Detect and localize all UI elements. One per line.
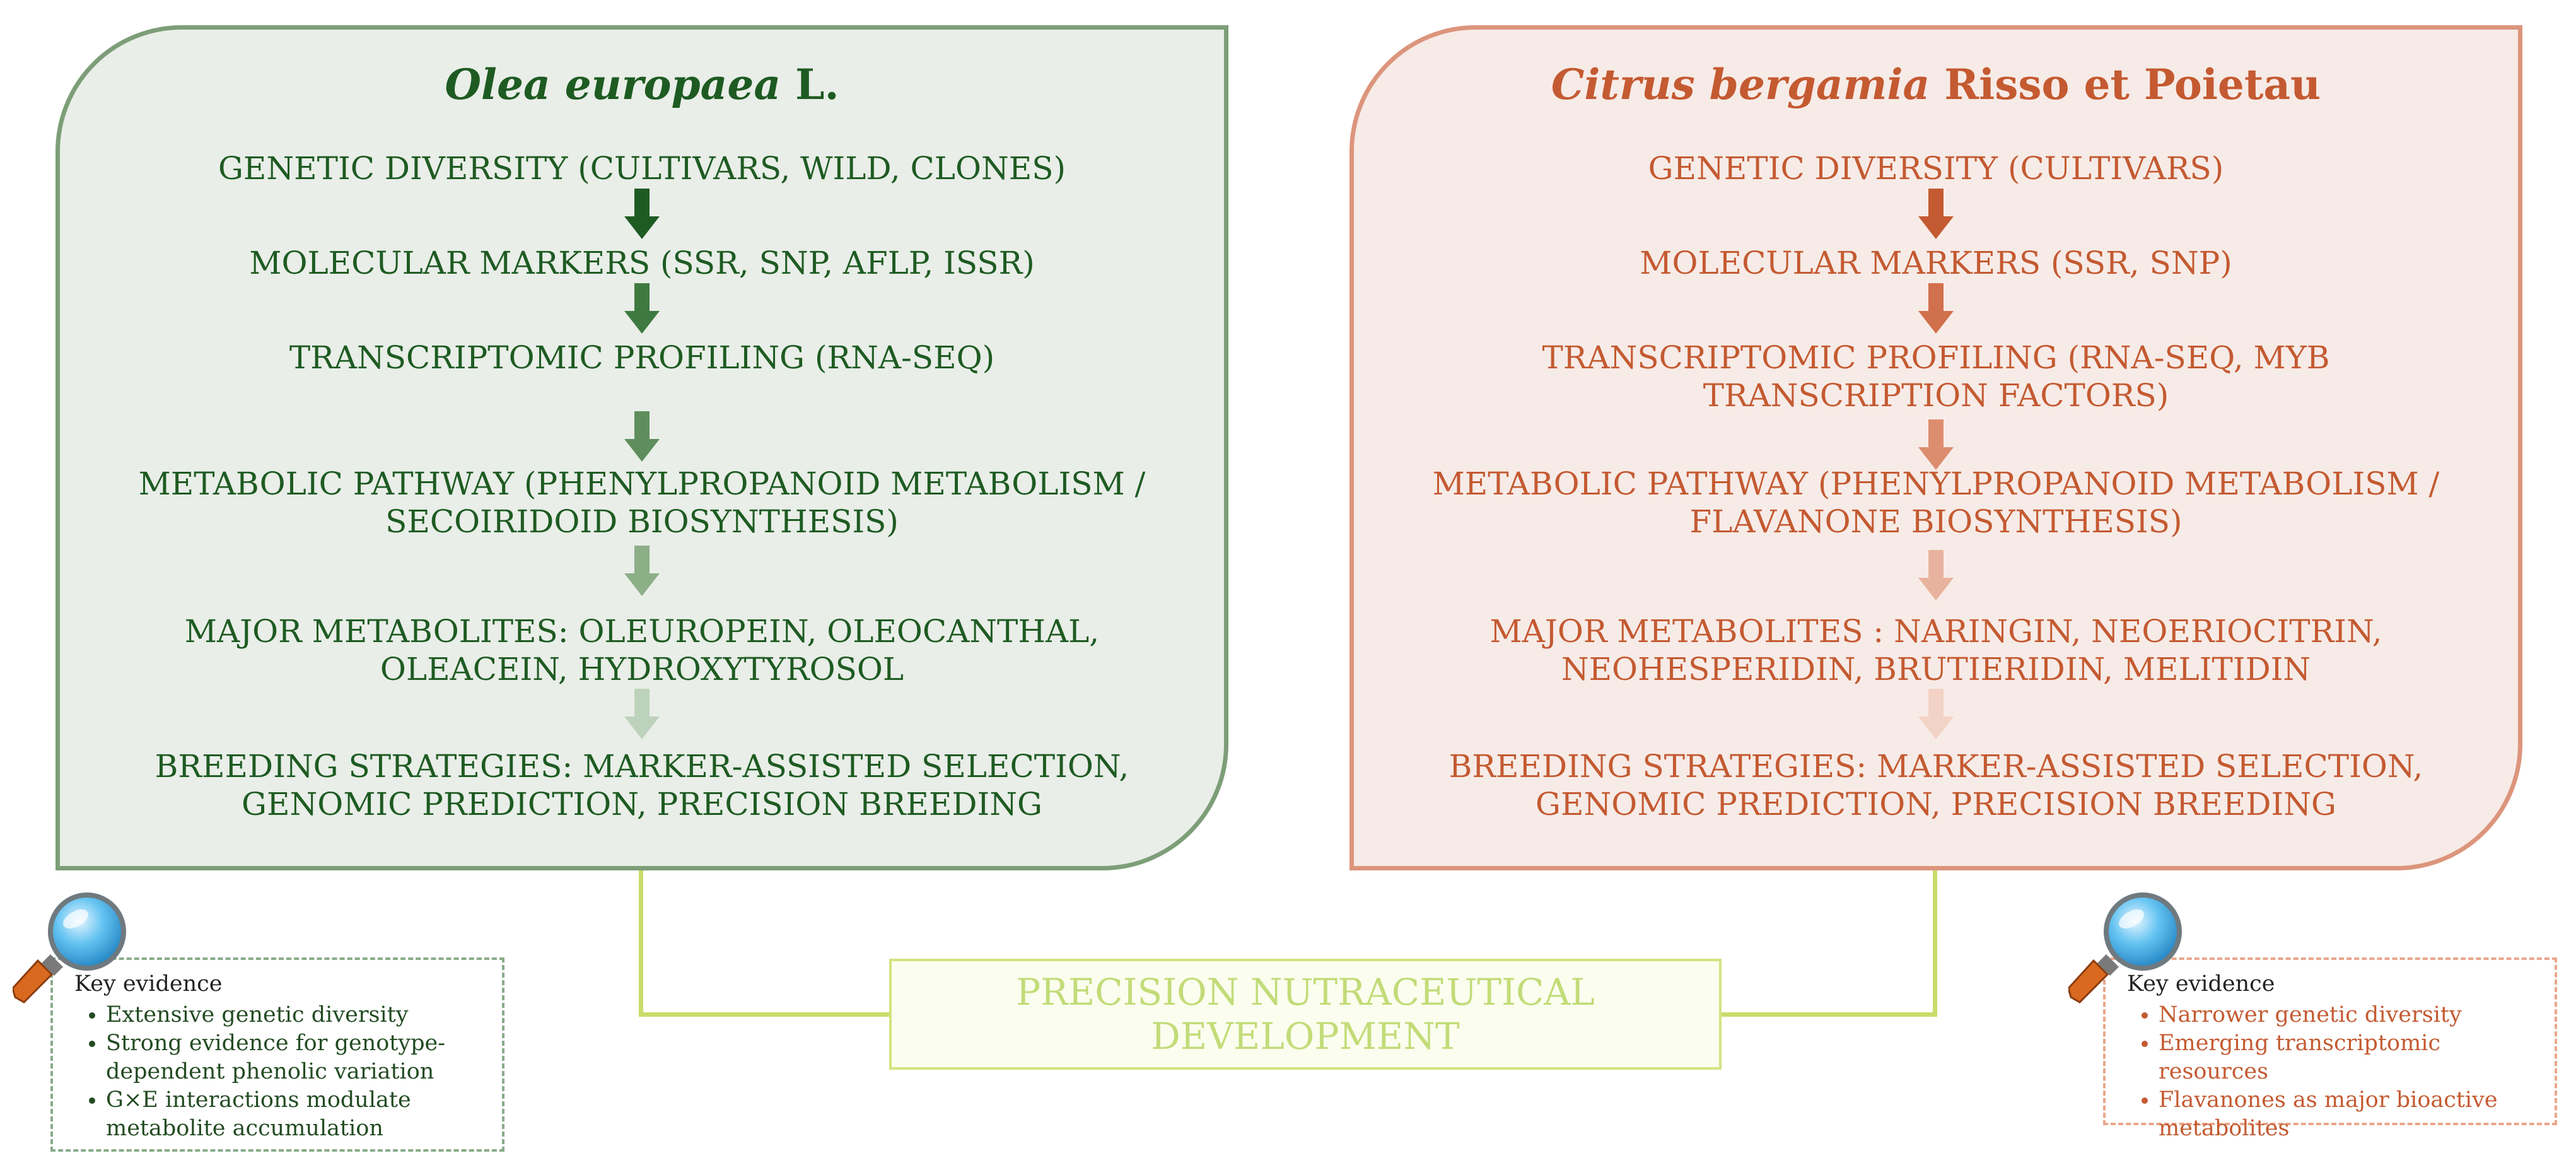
precision-nutraceutical-box: PRECISION NUTRACEUTICAL DEVELOPMENT [889, 959, 1722, 1070]
arrow-down-icon [624, 189, 660, 239]
arrow-down-icon [1918, 550, 1954, 600]
arrow-down-icon [624, 411, 660, 462]
precision-nutraceutical-label: PRECISION NUTRACEUTICAL DEVELOPMENT [1016, 971, 1595, 1058]
arrow-down-icon [1918, 419, 1954, 470]
citrus-step-metabolic-pathway: METABOLIC PATHWAY (PHENYLPROPANOID METAB… [1432, 465, 2440, 540]
arrow-down-icon [1918, 689, 1954, 739]
citrus-step-major-metabolites: MAJOR METABOLITES : NARINGIN, NEOERIOCIT… [1489, 613, 2382, 687]
olea-step-metabolic-pathway: METABOLIC PATHWAY (PHENYLPROPANOID METAB… [138, 465, 1146, 540]
citrus-panel: Citrus bergamia Risso et Poietau GENETIC… [1349, 25, 2522, 870]
arrow-down-icon [1918, 189, 1954, 239]
olea-step-transcriptomic: TRANSCRIPTOMIC PROFILING (RNA-SEQ) [289, 339, 995, 376]
magnifier-icon [13, 892, 126, 1003]
olea-title: Olea europaea L. [60, 60, 1224, 109]
citrus-title: Citrus bergamia Risso et Poietau [1354, 60, 2518, 109]
citrus-title-species: Citrus bergamia [1551, 60, 1930, 109]
olea-title-species: Olea europaea [445, 60, 781, 109]
citrus-evidence-item: Emerging transcriptomic resources [2159, 1029, 2539, 1086]
citrus-key-evidence-list: Narrower genetic diversity Emerging tran… [2121, 1001, 2539, 1143]
citrus-step-breeding: BREEDING STRATEGIES: MARKER-ASSISTED SEL… [1448, 748, 2423, 822]
citrus-step-transcriptomic: TRANSCRIPTOMIC PROFILING (RNA-SEQ, MYB T… [1542, 339, 2330, 414]
arrow-down-icon [624, 689, 660, 739]
olea-step-breeding: BREEDING STRATEGIES: MARKER-ASSISTED SEL… [154, 748, 1129, 822]
connector-left-horizontal [639, 1012, 891, 1017]
olea-step-major-metabolites: MAJOR METABOLITES: OLEUROPEIN, OLEOCANTH… [184, 613, 1100, 687]
citrus-evidence-item: Flavanones as major bioactive metabolite… [2159, 1086, 2539, 1143]
olea-key-evidence-title: Key evidence [74, 971, 223, 997]
arrow-down-icon [1918, 283, 1954, 334]
olea-step-molecular-markers: MOLECULAR MARKERS (SSR, SNP, AFLP, ISSR) [249, 245, 1035, 281]
citrus-key-evidence-title: Key evidence [2127, 971, 2275, 997]
citrus-key-evidence-box: Key evidence Narrower genetic diversity … [2103, 957, 2557, 1141]
olea-evidence-item: Strong evidence for genotype-dependent p… [106, 1029, 487, 1086]
citrus-title-author: Risso et Poietau [1930, 60, 2321, 109]
olea-key-evidence-box: Key evidence Extensive genetic diversity… [50, 957, 504, 1152]
olea-evidence-item: G×E interactions modulate metabolite acc… [106, 1086, 487, 1143]
olea-title-author: L. [781, 60, 839, 109]
connector-left-vertical [639, 870, 643, 1017]
citrus-evidence-item: Narrower genetic diversity [2159, 1001, 2539, 1029]
olea-step-genetic-diversity: GENETIC DIVERSITY (CULTIVARS, WILD, CLON… [218, 150, 1066, 187]
arrow-down-icon [624, 546, 660, 596]
citrus-step-genetic-diversity: GENETIC DIVERSITY (CULTIVARS) [1648, 150, 2224, 187]
citrus-step-molecular-markers: MOLECULAR MARKERS (SSR, SNP) [1640, 245, 2232, 281]
magnifier-icon [2068, 892, 2182, 1003]
olea-evidence-item: Extensive genetic diversity [106, 1001, 487, 1029]
connector-right-vertical [1933, 870, 1937, 1017]
connector-right-horizontal [1720, 1012, 1937, 1017]
olea-panel: Olea europaea L. GENETIC DIVERSITY (CULT… [55, 25, 1228, 870]
olea-key-evidence-list: Extensive genetic diversity Strong evide… [68, 1001, 487, 1143]
arrow-down-icon [624, 283, 660, 334]
